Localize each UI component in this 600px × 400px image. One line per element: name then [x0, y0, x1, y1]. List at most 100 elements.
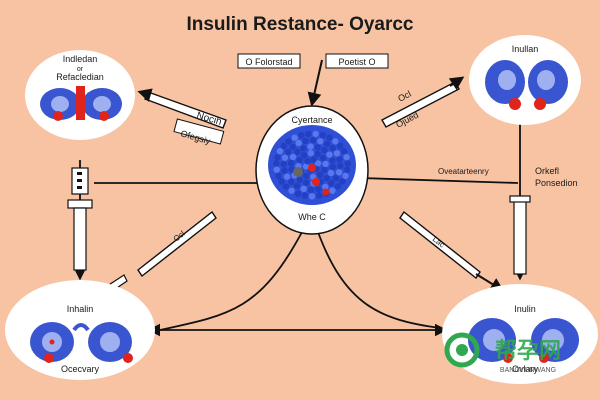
cell-dot [288, 178, 295, 186]
cell-dot [314, 160, 322, 167]
cell-dot [284, 148, 292, 155]
cell-dot [337, 142, 344, 149]
cell-dot [329, 187, 336, 194]
top-left-label-3: Refacledian [56, 72, 104, 82]
cell-dot [307, 186, 315, 193]
diagram-title: Insulin Restance- Oyarcc [186, 14, 413, 35]
cell-dot [316, 192, 323, 199]
cell-dot [319, 132, 326, 139]
cell-dot [278, 178, 285, 185]
cell-dot [302, 137, 309, 144]
cell-dot [303, 179, 310, 186]
cell-dot [305, 130, 312, 138]
cell-dot [342, 172, 349, 180]
cell-dot [274, 154, 281, 161]
cell-dot [344, 166, 351, 173]
cell-dot [323, 175, 330, 182]
top-right-node: Inullan [469, 35, 581, 125]
cell-dot [307, 143, 314, 150]
top-left-node: Indledan or Refacledian [25, 50, 135, 140]
cell-dot [304, 158, 311, 165]
cell-dot [329, 163, 337, 171]
cell-dot [294, 190, 302, 197]
cell-dot [300, 145, 307, 152]
cell-dot [280, 142, 287, 150]
center-marker [76, 86, 85, 120]
watermark: 帮孕网 BANGYUNWANG [444, 332, 561, 374]
bottom-left-label-bottom: Ocecvary [61, 364, 100, 374]
cell-dot [310, 156, 317, 163]
cell-dot [329, 144, 336, 152]
cell-dot [301, 192, 308, 199]
cell-dot [343, 154, 350, 161]
cell-dot [289, 153, 297, 161]
cell-dot [322, 183, 329, 191]
cell-dot [344, 160, 351, 167]
center-node: Cyertance Whe C [255, 105, 369, 235]
cell-dot [332, 175, 340, 182]
cell-dot [333, 150, 341, 157]
cell-dot [339, 178, 346, 185]
cell-dot [321, 166, 328, 174]
cell-dot [276, 148, 284, 155]
cell-dot [296, 156, 303, 164]
cell-dot [321, 146, 328, 154]
top-label-right: Poetist O [338, 57, 375, 67]
label-right-side-2: Ponsedion [535, 178, 578, 188]
arrow-upper-right [381, 76, 465, 128]
right-syringe [509, 195, 531, 275]
cell-dot [336, 156, 343, 163]
cell-dot [316, 171, 324, 178]
cell-dot [295, 139, 302, 147]
top-arrow: O Folorstad Poetist O [237, 53, 389, 107]
cell-dot [287, 159, 295, 167]
top-label-left: O Folorstad [245, 57, 292, 67]
cell-dot [332, 138, 339, 145]
cell-dot [280, 160, 287, 168]
center-label-top: Cyertance [291, 115, 332, 125]
cell-cluster [273, 130, 351, 200]
left-syringe [67, 167, 93, 271]
cell-dot [275, 172, 282, 180]
cell-dot [328, 180, 335, 187]
cell-dot [312, 130, 319, 138]
cell-dot [293, 182, 301, 190]
cell-dot [291, 134, 298, 141]
cell-dot [340, 148, 348, 155]
cell-dot [282, 183, 290, 190]
top-left-label-2: or [77, 66, 84, 73]
arrow-lower-right [399, 210, 505, 292]
cell-dot [303, 172, 310, 180]
cell-dot [326, 134, 333, 141]
cell-dot [334, 183, 342, 190]
label-upper-right-1: Ocl [396, 89, 413, 104]
bottom-left-label-top: Inhalin [67, 304, 94, 314]
top-left-label-1: Indledan [63, 54, 98, 64]
top-right-label: Inullan [512, 44, 539, 54]
cell-dot [296, 176, 303, 184]
cell-dot [302, 163, 310, 170]
cell-dot [300, 152, 308, 159]
cell-dot [327, 169, 335, 177]
label-right-mid: Oveatarteenry [438, 167, 489, 176]
cell-dot [317, 138, 324, 145]
arrow-upper-left [137, 88, 227, 145]
cell-dot [320, 154, 327, 162]
cell-dot [300, 185, 307, 192]
cell-dot [323, 140, 331, 148]
cell-dot [281, 154, 289, 161]
cell-dot [314, 144, 321, 151]
bottom-right-label-top: Inulin [514, 304, 536, 314]
cell-dot [322, 160, 329, 168]
watermark-logo [444, 332, 480, 368]
cell-dot [315, 186, 322, 193]
bottom-right-label-bottom: Ovlary [512, 364, 539, 374]
cell-dot [273, 166, 280, 173]
bottom-left-node: Inhalin Ocecvary [5, 280, 155, 380]
cell-dot [281, 167, 288, 174]
cell-dot [314, 150, 321, 158]
cell-dot [283, 173, 291, 180]
cell-dot [288, 187, 295, 194]
